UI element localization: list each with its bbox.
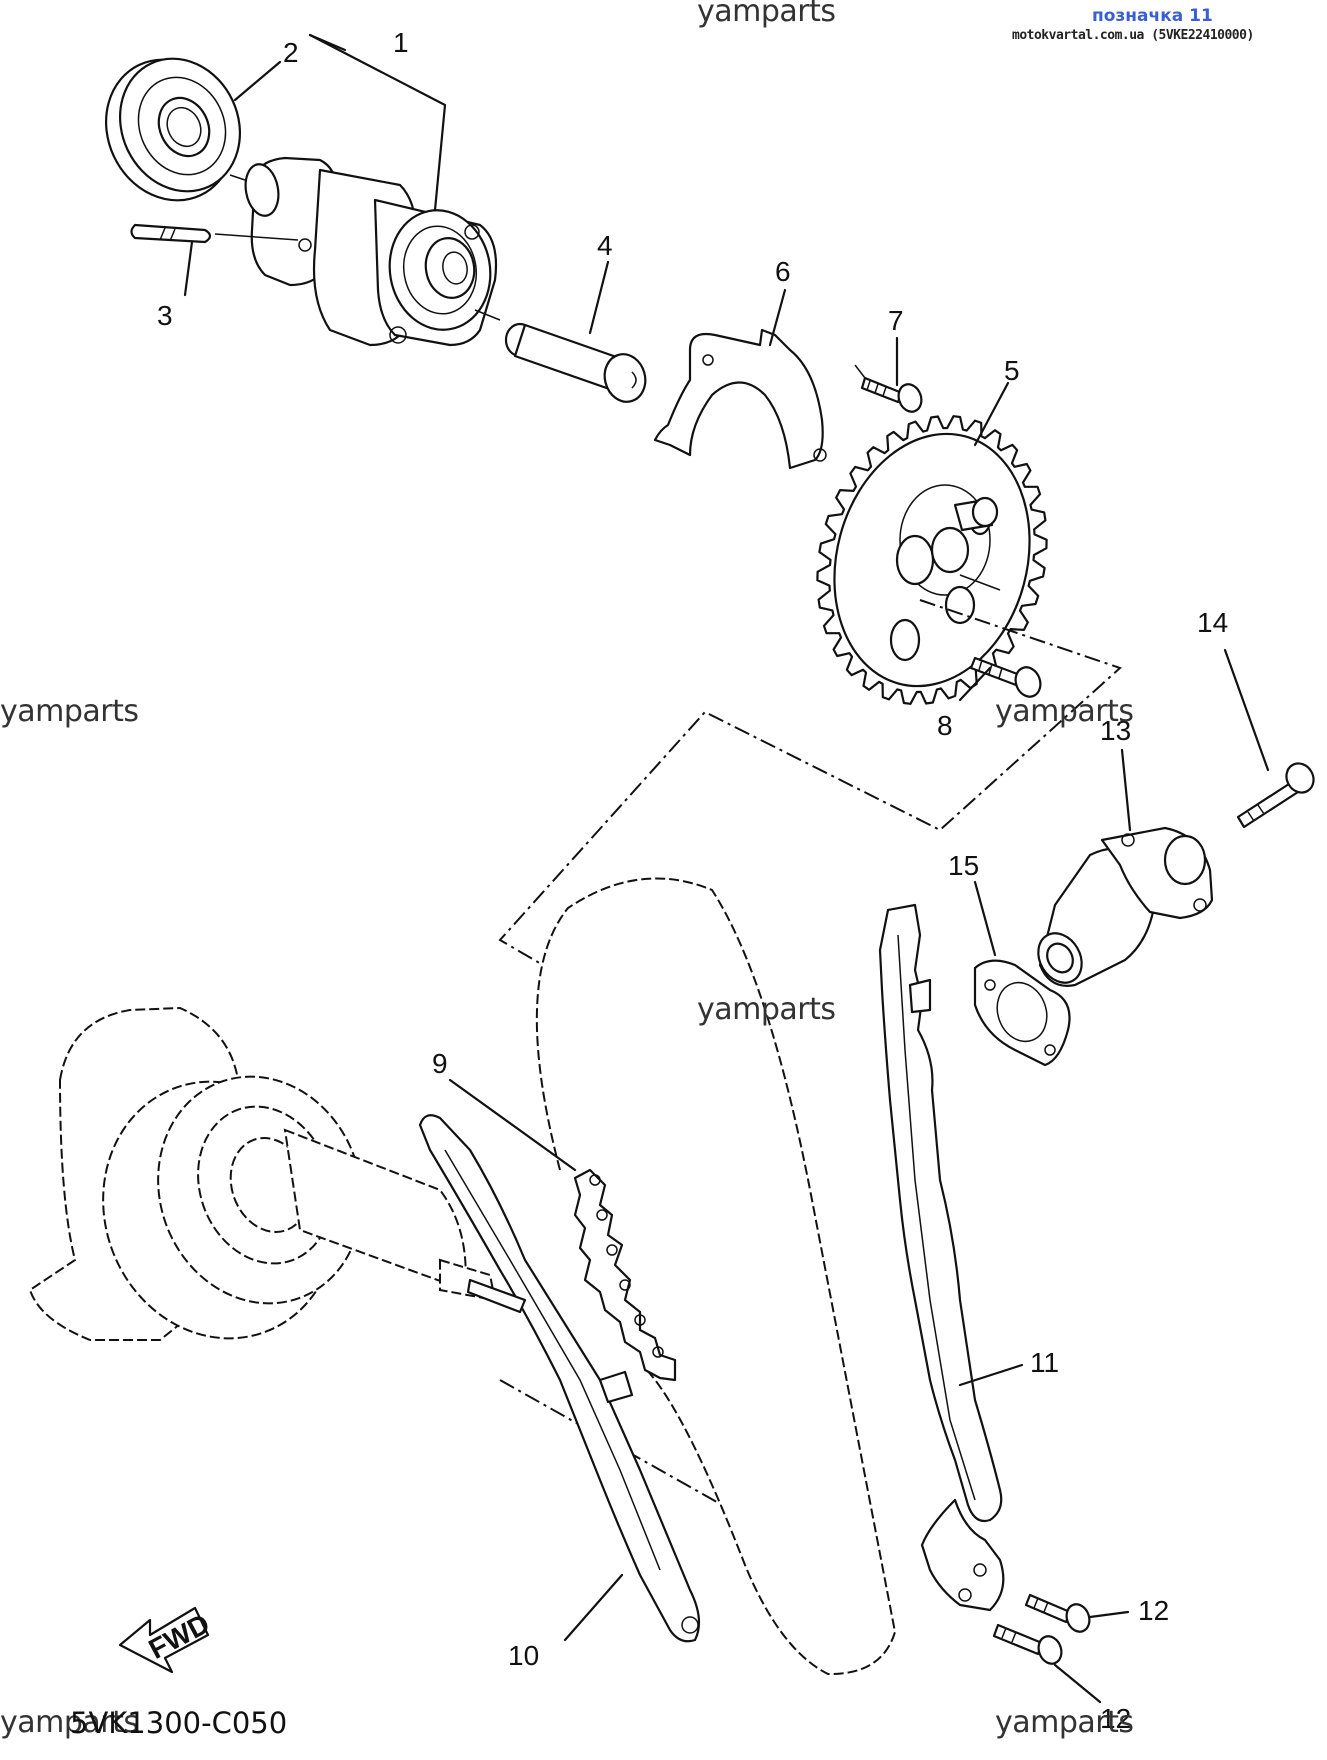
part-3-dowel-pin[interactable] bbox=[130, 223, 212, 244]
callout-2: 2 bbox=[283, 37, 299, 68]
assembly-dash-lines bbox=[214, 174, 1122, 976]
part-12-bolt-lower[interactable] bbox=[992, 1623, 1065, 1667]
watermark: yamparts bbox=[995, 1705, 1134, 1740]
part-13-tensioner[interactable] bbox=[1030, 826, 1214, 991]
part-14-bolt[interactable] bbox=[1236, 759, 1319, 829]
part-5-cam-sprocket[interactable] bbox=[807, 412, 1057, 708]
fwd-label: FWD bbox=[144, 1608, 215, 1665]
crankshaft-reference bbox=[28, 1006, 821, 1561]
part-2-bearing[interactable] bbox=[83, 39, 261, 222]
watermark: yamparts bbox=[0, 694, 139, 729]
callout-1: 1 bbox=[393, 27, 409, 58]
callout-15: 15 bbox=[948, 850, 979, 881]
callout-14: 14 bbox=[1197, 607, 1228, 638]
callout-8: 8 bbox=[937, 710, 953, 741]
callout-12b: 12 bbox=[1100, 1703, 1131, 1734]
watermark: yamparts bbox=[697, 992, 836, 1027]
diagram-code: 5VK1300-C050 bbox=[70, 1706, 288, 1740]
part-9-cam-chain[interactable] bbox=[535, 877, 897, 1676]
callout-12a: 12 bbox=[1138, 1595, 1169, 1626]
part-12-bolt-upper[interactable] bbox=[1024, 1593, 1093, 1635]
callout-10: 10 bbox=[508, 1640, 539, 1671]
part-10-chain-guide[interactable] bbox=[418, 1114, 701, 1643]
header-title: позначка 11 bbox=[1092, 6, 1213, 26]
callout-9: 9 bbox=[432, 1048, 448, 1079]
callout-5: 5 bbox=[1004, 355, 1020, 386]
callout-4: 4 bbox=[597, 230, 613, 261]
part-7-bolt[interactable] bbox=[860, 376, 925, 415]
watermark: yamparts bbox=[0, 1705, 139, 1740]
callout-leaders bbox=[183, 33, 1270, 1704]
callout-11: 11 bbox=[1030, 1347, 1059, 1378]
part-1-camshaft[interactable] bbox=[242, 156, 500, 347]
callout-3: 3 bbox=[157, 300, 173, 331]
header-subtitle: motokvartal.com.ua (5VKE22410000) bbox=[1012, 28, 1254, 43]
chain-link-sample bbox=[573, 1168, 677, 1382]
part-4-decomp-shaft[interactable] bbox=[504, 322, 651, 406]
callout-7: 7 bbox=[888, 305, 904, 336]
fwd-direction-arrow: FWD bbox=[118, 1606, 215, 1674]
part-6-decomp-lever[interactable] bbox=[653, 328, 827, 470]
callout-numbers: 1 2 3 4 5 6 7 8 9 10 11 12 12 13 14 15 bbox=[157, 27, 1228, 1734]
callout-6: 6 bbox=[775, 256, 791, 287]
watermark: yamparts bbox=[995, 694, 1134, 729]
callout-13: 13 bbox=[1100, 715, 1131, 746]
watermark: yamparts bbox=[697, 0, 836, 29]
part-8-bolt[interactable] bbox=[969, 656, 1044, 700]
part-15-gasket[interactable] bbox=[973, 959, 1071, 1067]
part-11-chain-guide[interactable] bbox=[878, 903, 1005, 1612]
